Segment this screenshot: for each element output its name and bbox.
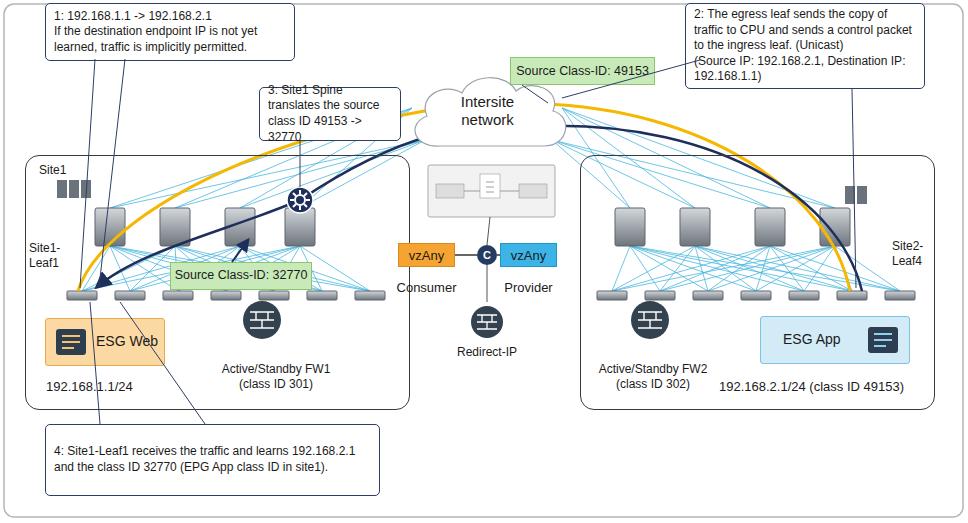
- server-icon: [69, 180, 79, 198]
- endpoint-group: ESG Web: [45, 318, 165, 366]
- leaf-switch: [355, 291, 385, 300]
- node-text: Active/Standby FW2 (class ID 302): [597, 362, 709, 392]
- node-text: If the destination endpoint IP is not ye…: [54, 24, 286, 55]
- leaf-switch: [163, 291, 193, 300]
- endpoint-group: ESG App: [760, 316, 910, 364]
- callout-box: 3: Site1 Spine translates the source cla…: [259, 87, 401, 141]
- node-text: Provider: [494, 280, 563, 295]
- leaf-switch: [645, 291, 675, 300]
- leaf-switch: [259, 291, 289, 300]
- node-text: vzAny: [409, 248, 444, 263]
- cloud-outline: [415, 78, 566, 146]
- vm-icon: [868, 327, 898, 353]
- thumbnail-link: [487, 217, 490, 245]
- node-text: Intersite network: [440, 93, 535, 129]
- node-text: 3: Site1 Spine translates the source cla…: [268, 83, 392, 145]
- leaf-switch: [597, 291, 627, 300]
- leaf-switch: [741, 291, 771, 300]
- node-text: 2: The egress leaf sends the copy of tra…: [694, 7, 916, 54]
- connector-line: [497, 254, 500, 256]
- provider-box: vzAnyProvider: [500, 243, 557, 267]
- node-text: Site1-Leaf1: [29, 241, 73, 271]
- callout-box: 2: The egress leaf sends the copy of tra…: [685, 3, 925, 89]
- node-text: 4: Site1-Leaf1 receives the traffic and …: [54, 444, 371, 475]
- leader-line: [80, 59, 125, 288]
- node-text: ESG Web: [96, 333, 164, 351]
- leaf-switch: [885, 291, 915, 300]
- leaf-switch: [307, 291, 337, 300]
- node-text: ESG App: [783, 331, 909, 349]
- firewall-bricks: [638, 312, 662, 328]
- spine-switch: [615, 208, 645, 246]
- gear-teeth: [290, 190, 310, 210]
- node-text: Site1: [39, 163, 66, 178]
- server-icon: [845, 186, 855, 204]
- leader-line: [300, 141, 301, 187]
- thumbnail-epg: [436, 184, 464, 198]
- node-text: Consumer: [392, 280, 461, 295]
- gear-hub: [295, 195, 305, 205]
- node-text: 192.168.1.1/24: [46, 379, 133, 395]
- firewall-icon: [471, 306, 503, 338]
- site-box: Site1Site1-Leaf1 192.168.1.1/24 Active/Sta…: [25, 155, 410, 410]
- spine-switch: [95, 208, 125, 246]
- server-icon: [57, 180, 67, 198]
- spine-switch: [680, 208, 710, 246]
- connector-line: [455, 254, 477, 256]
- server-icon: [857, 186, 867, 204]
- leader-line: [522, 85, 548, 103]
- node-text: Source Class-ID: 49153: [516, 64, 649, 78]
- server-icon: [81, 180, 91, 198]
- class-id-tag: Source Class-ID: 49153: [510, 57, 655, 85]
- contract-circle: C: [477, 245, 497, 265]
- node-text: 192.168.2.1/24 (class ID 49153): [719, 379, 904, 395]
- node-text: vzAny: [511, 248, 546, 263]
- firewall-bricks: [250, 312, 274, 328]
- thumbnail-epg: [519, 184, 547, 198]
- vm-icon-detail: [874, 334, 892, 346]
- leaf-switch: [837, 291, 867, 300]
- annotation-label: Redirect-IP: [447, 345, 527, 359]
- outer-frame: [4, 4, 963, 517]
- site2-fabric-links: [612, 246, 900, 291]
- thumbnail-service: [480, 174, 500, 198]
- thumbnail-lines: [464, 182, 519, 192]
- class-id-tag: Source Class-ID: 32770: [170, 262, 312, 290]
- spine-switch: [755, 208, 785, 246]
- control-packet-path: [97, 126, 862, 291]
- contract-thumbnail: [428, 165, 555, 217]
- firewall-bricks: [477, 315, 497, 329]
- translation-gear: [287, 187, 313, 213]
- firewall-icon: [243, 301, 281, 339]
- leaf-switch: [211, 291, 241, 300]
- firewall-icon: [631, 301, 669, 339]
- vm-icon-detail: [62, 336, 80, 348]
- callout-box: 1: 192.168.1.1 -> 192.168.2.1If the dest…: [45, 3, 295, 61]
- leaf-switch: [789, 291, 819, 300]
- spine-switch: [820, 208, 850, 246]
- node-text: 1: 192.168.1.1 -> 192.168.2.1: [54, 9, 286, 25]
- callout-box: 4: Site1-Leaf1 receives the traffic and …: [45, 424, 380, 496]
- leader-line: [90, 302, 205, 424]
- node-text: Site2-Leaf4: [892, 239, 936, 269]
- site-box: Site2-Leaf4Active/Standby FW2 (class ID …: [580, 155, 935, 410]
- leaf-switch: [115, 291, 145, 300]
- node-text: C: [483, 249, 491, 261]
- consumer-box: vzAnyConsumer: [398, 243, 455, 267]
- vm-icon: [56, 329, 86, 355]
- leader-line: [562, 60, 856, 288]
- leaf-switch: [67, 291, 97, 300]
- network-cloud: Intersite network: [400, 66, 575, 156]
- leaf-switch: [693, 291, 723, 300]
- node-text: Source Class-ID: 32770: [175, 268, 308, 284]
- spine-switch: [160, 208, 190, 246]
- pointer-arrow: [232, 240, 248, 262]
- node-text: Active/Standby FW1 (class ID 301): [220, 362, 332, 392]
- node-text: (Source IP: 192.168.2.1, Destination IP:…: [694, 54, 916, 85]
- redirect-link: [487, 265, 488, 302]
